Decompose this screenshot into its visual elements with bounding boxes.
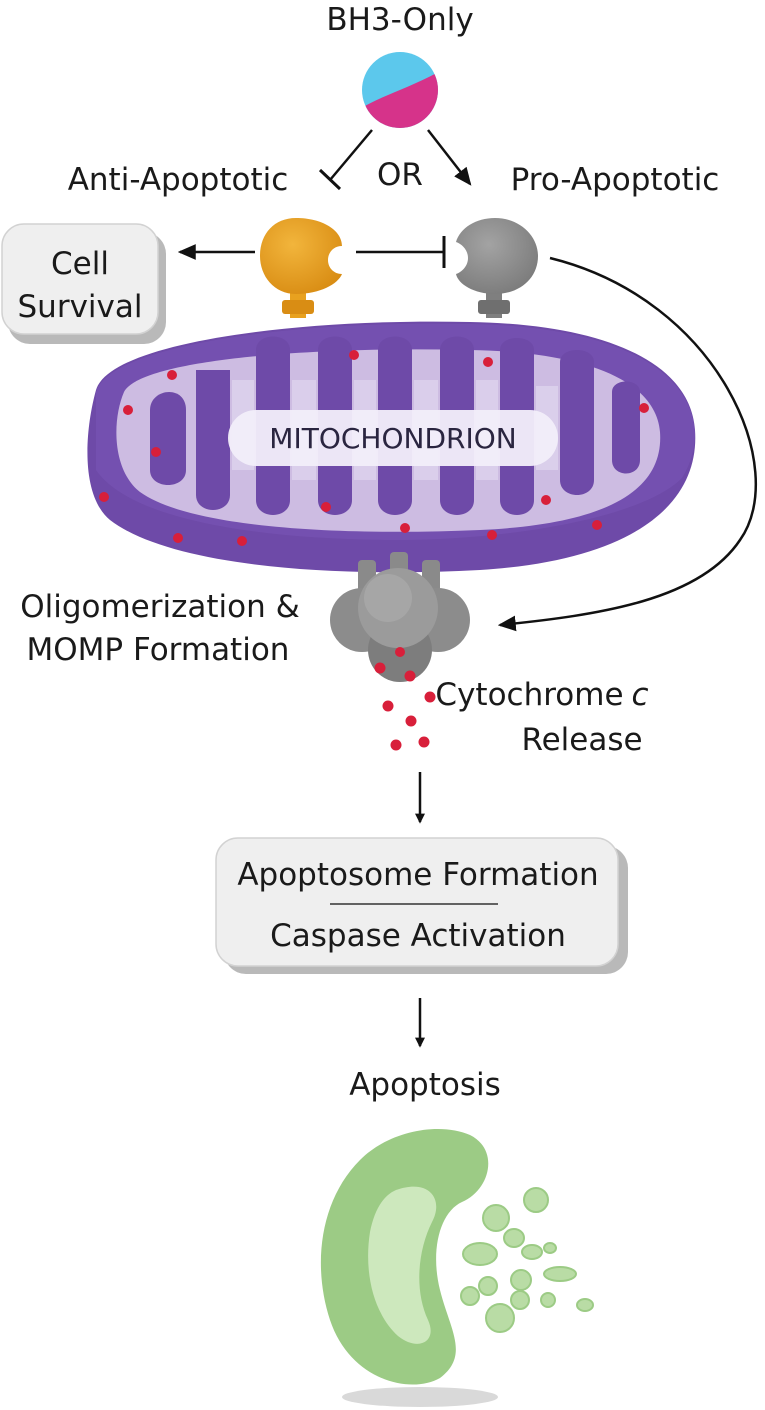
cell-survival-line1: Cell bbox=[51, 246, 109, 282]
oligomerization-line2: MOMP Formation bbox=[27, 632, 290, 668]
apoptosome-formation-label: Apoptosome Formation bbox=[237, 857, 598, 893]
bh3-only-protein-icon bbox=[362, 52, 438, 128]
anti-apoptotic-protein-icon bbox=[260, 218, 342, 318]
caspase-activation-label: Caspase Activation bbox=[270, 918, 566, 954]
bh3-only-label: BH3-Only bbox=[326, 2, 473, 38]
mitochondrion-label: MITOCHONDRION bbox=[269, 422, 516, 455]
cell-survival-line2: Survival bbox=[18, 289, 143, 325]
released-cytochrome-c-dots bbox=[374, 647, 436, 751]
pro-apoptotic-protein-icon bbox=[456, 218, 538, 318]
mitochondrion-organelle: MITOCHONDRION bbox=[87, 321, 696, 573]
bh3-inhibits-anti-arrow bbox=[318, 129, 373, 191]
or-label: OR bbox=[377, 157, 423, 193]
apoptosome-caspase-box: Apoptosome Formation Caspase Activation bbox=[215, 837, 628, 974]
apoptosis-label: Apoptosis bbox=[349, 1067, 501, 1103]
cytochrome-line2: Release bbox=[521, 722, 642, 758]
pro-apoptotic-label: Pro-Apoptotic bbox=[511, 162, 720, 198]
cell-survival-box: Cell Survival bbox=[1, 223, 166, 344]
anti-inhibits-pro-line bbox=[356, 236, 446, 268]
apoptotic-cell-icon bbox=[320, 1128, 594, 1407]
oligomerization-line1: Oligomerization & bbox=[20, 589, 300, 625]
bh3-activates-pro-arrow bbox=[427, 129, 472, 186]
pro-to-momp-arrow bbox=[497, 256, 757, 632]
anti-apoptotic-label: Anti-Apoptotic bbox=[68, 162, 289, 198]
